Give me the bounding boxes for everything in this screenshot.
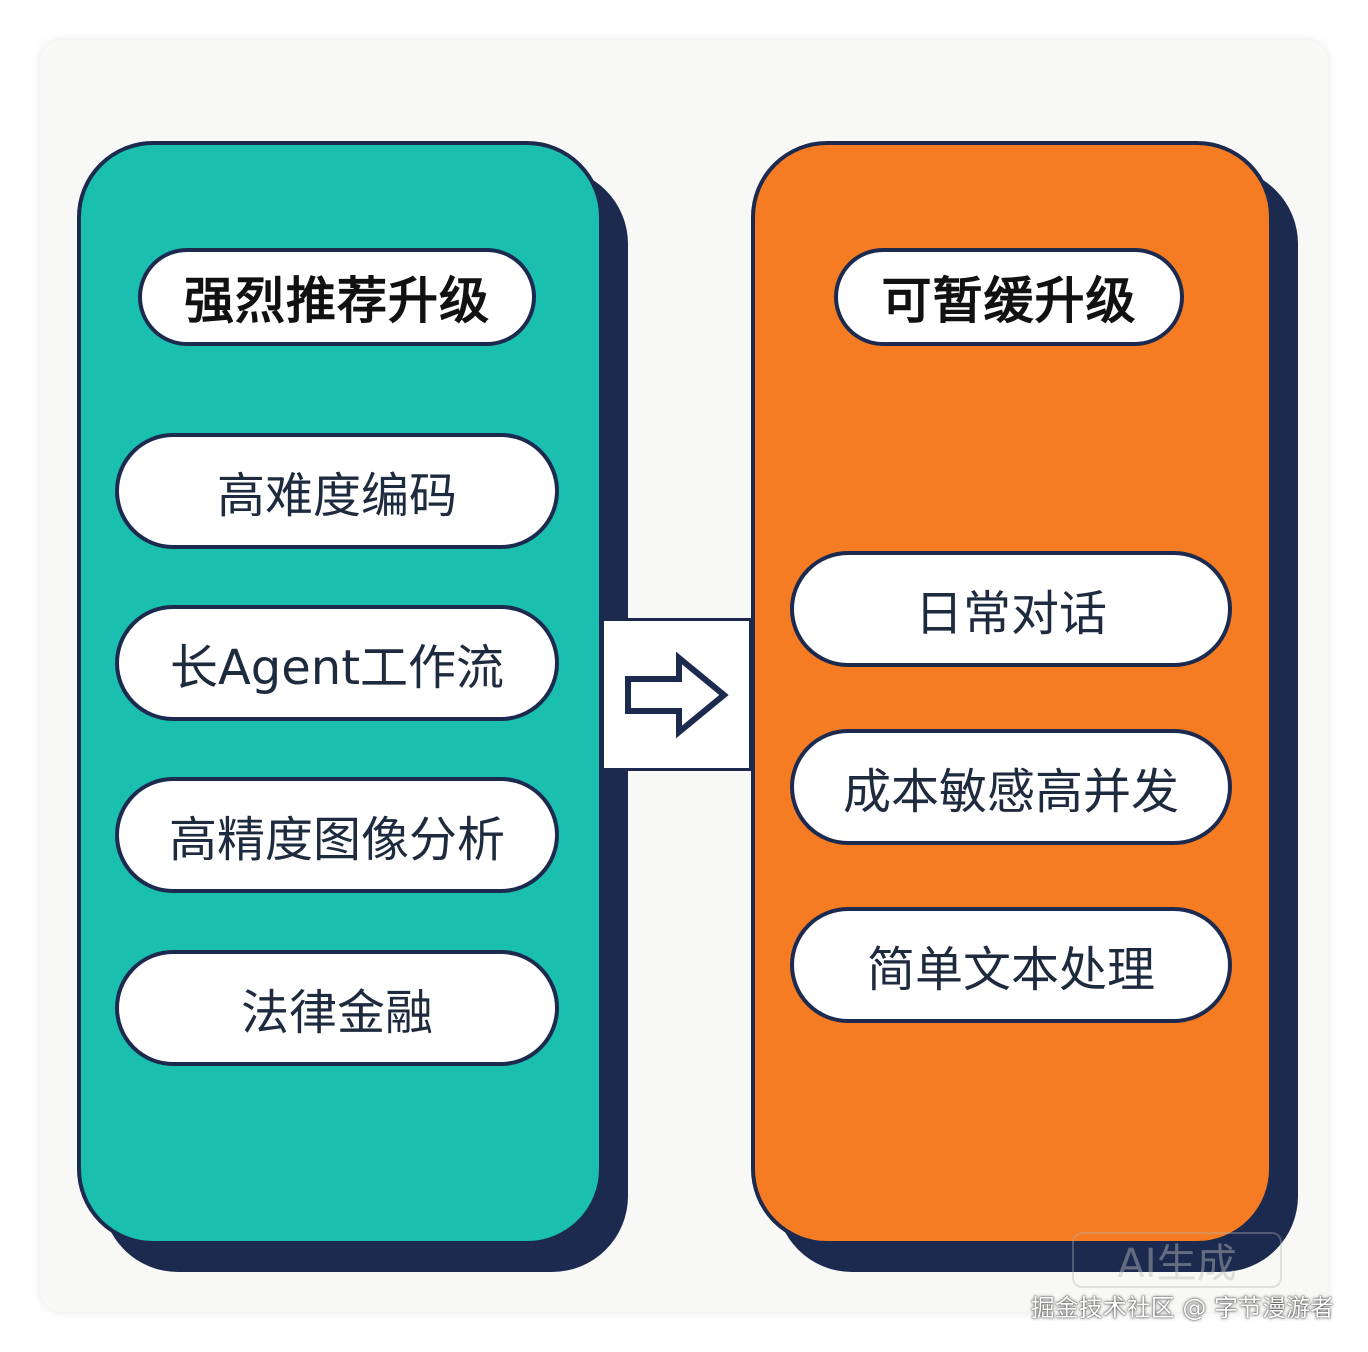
left-item-hard-coding: 高难度编码 [115, 433, 559, 549]
left-item-agent-workflow: 长Agent工作流 [115, 605, 559, 721]
right-item-daily-chat: 日常对话 [790, 551, 1232, 667]
arrow-connector [601, 618, 752, 771]
credit-watermark: 掘金技术社区 @ 字节漫游者 [1030, 1294, 1334, 1322]
left-item-image-analysis: 高精度图像分析 [115, 777, 559, 893]
right-item-simple-text: 简单文本处理 [790, 907, 1232, 1023]
right-panel-title: 可暂缓升级 [834, 248, 1184, 346]
right-item-cost-sensitive: 成本敏感高并发 [790, 729, 1232, 845]
right-arrow-icon [624, 651, 729, 738]
ai-generated-watermark: AI生成 [1072, 1232, 1282, 1288]
left-item-law-finance: 法律金融 [115, 950, 559, 1066]
left-panel-title: 强烈推荐升级 [138, 248, 536, 346]
